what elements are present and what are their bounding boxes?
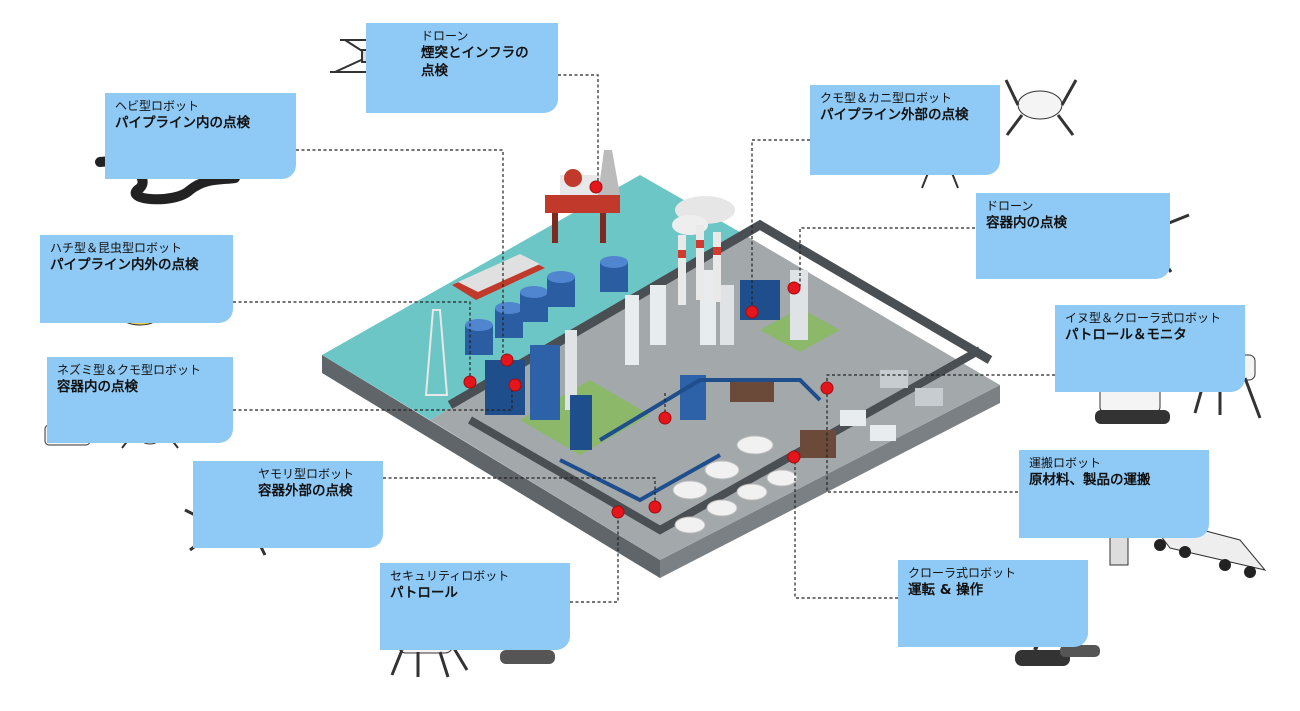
marker-patrol — [611, 505, 625, 519]
card-mouse-title: 容器内の点検 — [57, 379, 138, 395]
leader-gecko — [383, 477, 656, 505]
card-crawler-title: 運転 & 操作 — [908, 582, 984, 598]
card-drone-vessel: ドローン 容器内の点検 — [976, 193, 1170, 279]
card-dog-crawler-subtitle: イヌ型＆クローラ式ロボット — [1065, 311, 1222, 325]
marker-vessel-outer — [648, 500, 662, 514]
card-transport: 運搬ロボット 原材料、製品の運搬 — [1019, 450, 1209, 538]
card-drone-vessel-title: 容器内の点検 — [986, 215, 1067, 231]
card-dog-crawler: イヌ型＆クローラ式ロボット パトロール＆モニタ — [1055, 305, 1245, 392]
marker-vessel-drone — [787, 281, 801, 295]
card-bee-title: パイプライン内外の点検 — [50, 257, 199, 273]
card-drone-chimney-title: 煙突とインフラの 点検 — [421, 45, 529, 79]
marker-pipeline-external — [745, 305, 759, 319]
storage-tanks-blue — [465, 256, 628, 355]
platform-side-right — [660, 385, 1000, 578]
card-crawler: クローラ式ロボット 運転 & 操作 — [898, 560, 1088, 647]
chimneys — [672, 196, 735, 305]
leader-transport — [826, 388, 1018, 493]
pipeline — [559, 453, 721, 503]
card-bee: ハチ型＆昆虫型ロボット パイプライン内外の点検 — [40, 235, 233, 323]
refinery-columns — [485, 270, 808, 450]
card-dog-crawler-title: パトロール＆モニタ — [1065, 327, 1187, 343]
card-drone-chimney-subtitle: ドローン — [421, 29, 469, 43]
card-transport-subtitle: 運搬ロボット — [1029, 456, 1102, 470]
card-gecko-subtitle: ヤモリ型ロボット — [258, 467, 355, 481]
marker-operation — [787, 450, 801, 464]
road — [467, 346, 982, 535]
marker-pipeline-inner — [500, 353, 514, 367]
card-snake: ヘビ型ロボット パイプライン内の点検 — [105, 93, 296, 179]
card-spider-crab-title: パイプライン外部の点検 — [820, 107, 969, 123]
transmission-tower — [424, 309, 449, 396]
leader-drone-vessel — [799, 227, 975, 287]
card-security-subtitle: セキュリティロボット — [390, 569, 510, 583]
leader-drone-chimney — [558, 74, 599, 185]
platform-side-left — [322, 355, 660, 578]
card-bee-subtitle: ハチ型＆昆虫型ロボット — [50, 241, 183, 255]
marker-center — [658, 411, 672, 425]
marker-pipeline-outer — [463, 375, 477, 389]
card-spider-crab-subtitle: クモ型＆カニ型ロボット — [820, 91, 953, 105]
card-spider-crab: クモ型＆カニ型ロボット パイプライン外部の点検 — [810, 85, 1000, 175]
card-gecko-title: 容器外部の点検 — [258, 483, 353, 499]
card-transport-title: 原材料、製品の運搬 — [1029, 472, 1151, 488]
leader-bee — [233, 301, 471, 382]
card-security-title: パトロール — [390, 585, 458, 601]
card-security: セキュリティロボット パトロール — [380, 563, 570, 650]
marker-chimney — [589, 180, 603, 194]
leader-spider-crab — [751, 139, 810, 310]
storage-tanks-white — [672, 435, 798, 534]
marker-vessel-inner — [508, 378, 522, 392]
card-gecko: ヤモリ型ロボット 容器外部の点検 — [193, 461, 383, 548]
leader-crawler — [794, 458, 898, 599]
card-mouse: ネズミ型＆クモ型ロボット 容器内の点検 — [47, 357, 233, 443]
marker-monitor — [820, 381, 834, 395]
offshore-platform — [545, 150, 620, 243]
tanker-ship — [452, 254, 545, 300]
pipeline — [598, 378, 822, 442]
card-snake-subtitle: ヘビ型ロボット — [115, 99, 200, 113]
card-crawler-subtitle: クローラ式ロボット — [908, 566, 1017, 580]
card-drone-vessel-subtitle: ドローン — [986, 199, 1034, 213]
card-drone-chimney: ドローン 煙突とインフラの 点検 — [366, 23, 558, 113]
card-snake-title: パイプライン内の点検 — [115, 115, 250, 131]
leader-snake — [296, 149, 504, 360]
card-mouse-subtitle: ネズミ型＆クモ型ロボット — [57, 363, 202, 377]
